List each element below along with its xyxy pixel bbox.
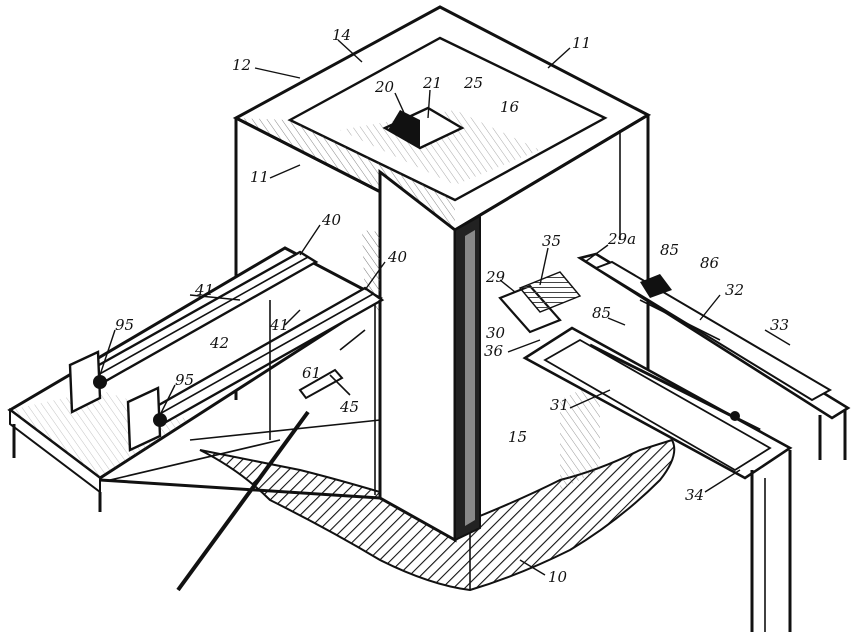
label-41: 41 [194,281,214,299]
leader-lines [99,39,791,576]
label-36: 36 [484,342,504,360]
label-11: 11 [572,34,591,52]
label-35: 35 [542,232,561,250]
label-25: 25 [463,74,483,92]
label-30: 30 [486,324,506,342]
label-10: 10 [548,568,568,586]
label-15: 15 [508,428,527,446]
label-29: 29 [485,268,506,286]
label-33: 33 [770,316,789,334]
label-31: 31 [550,396,569,414]
label-61: 61 [302,364,321,382]
label-34: 34 [685,486,704,504]
label-21: 21 [422,74,442,92]
label-32: 32 [725,281,744,299]
label-85: 85 [660,241,679,259]
label-16: 16 [500,98,520,116]
label-45: 45 [339,398,359,416]
label-29a: 29a [607,230,636,248]
label-14: 14 [332,26,351,44]
label-95: 95 [115,316,134,334]
reference-labels: 14 11 12 20 21 25 16 11 40 40 41 41 95 9… [115,26,789,586]
pillar [362,168,481,543]
label-12: 12 [232,56,251,74]
label-40: 40 [387,248,408,266]
left-rail-assembly [7,246,385,592]
label-42: 42 [209,334,229,352]
label-20: 20 [374,78,395,96]
label-85: 85 [592,304,611,322]
label-86: 86 [700,254,720,272]
label-40: 40 [321,211,342,229]
label-41: 41 [269,316,289,334]
label-95: 95 [175,371,194,389]
right-rail-assembly [498,252,851,632]
label-11: 11 [250,168,269,186]
